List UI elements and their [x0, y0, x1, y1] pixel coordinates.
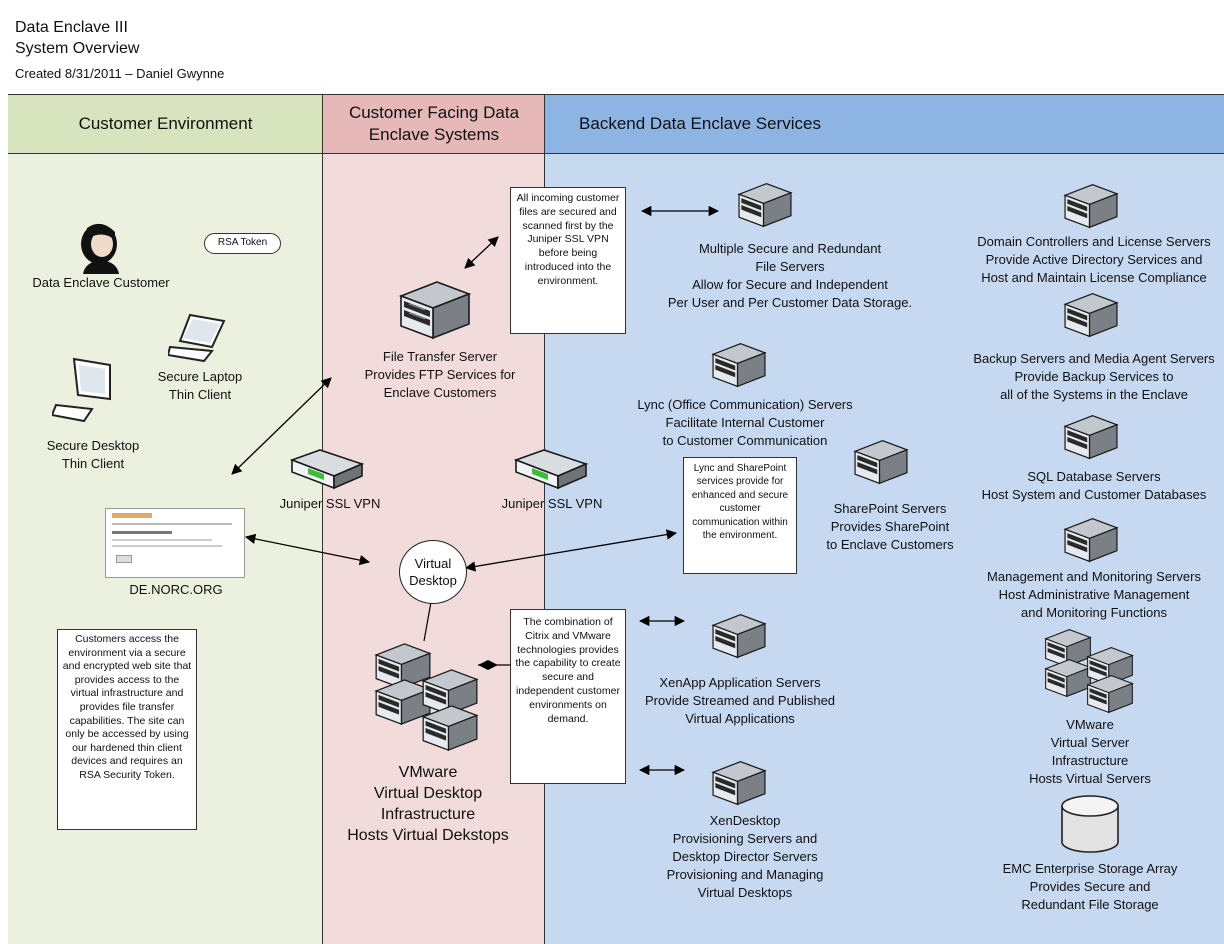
vpn-appliance-icon	[290, 449, 364, 490]
server-graphic-xenapp	[711, 613, 767, 659]
arrow-desktop-ftp	[231, 377, 332, 475]
server-graphic-ftp	[398, 281, 472, 340]
server-graphic-vdi-3	[421, 669, 479, 716]
server-graphic-vdi-1	[374, 643, 432, 690]
server-icon	[710, 611, 768, 666]
vdi-label: VMware Virtual Desktop Infrastructure Ho…	[347, 764, 509, 844]
xendesktop-label: XenDesktop Provisioning Servers and Desk…	[666, 813, 824, 900]
laptop-icon	[168, 313, 226, 363]
server-icon	[1085, 672, 1135, 721]
arrow-ftp-scan	[464, 236, 499, 269]
laptop-label: Secure Laptop Thin Client	[157, 369, 243, 402]
lane-header-backend-label: Backend Data Enclave Services	[579, 114, 821, 133]
arrow-vd-lync	[464, 529, 678, 572]
server-graphic-sql	[1063, 414, 1119, 460]
website-label: DE.NORC.ORG	[129, 582, 223, 597]
lync-servers-label: Lync (Office Communication) Servers Faci…	[637, 397, 853, 448]
lane-header-backend: Backend Data Enclave Services	[545, 94, 1224, 154]
scan-note: All incoming customer files are secured …	[510, 187, 626, 334]
file-servers-label: Multiple Secure and Redundant File Serve…	[667, 241, 913, 310]
emc-storage-label: EMC Enterprise Storage Array Provides Se…	[1002, 861, 1178, 912]
virtual-desktop-label: Virtual Desktop	[409, 556, 457, 588]
diagram-author-line: Created 8/31/2011 – Daniel Gwynne	[15, 66, 225, 81]
server-icon	[1043, 656, 1093, 705]
lync-note: Lync and SharePoint services provide for…	[683, 457, 797, 574]
server-graphic-mgmt	[1063, 517, 1119, 563]
desktop-label: Secure Desktop Thin Client	[46, 438, 140, 471]
server-graphic-vdi-4	[421, 705, 479, 752]
server-icon	[1062, 412, 1120, 467]
diamond-vdi	[478, 660, 498, 670]
ftp-server-label: File Transfer Server Provides FTP Servic…	[364, 349, 516, 400]
server-graphic-vmware-3	[1086, 647, 1134, 686]
lane-divider	[544, 94, 545, 944]
rsa-token-badge: RSA Token	[204, 233, 281, 254]
server-graphic-vmware-2	[1044, 659, 1092, 698]
server-graphic-vdi-2	[374, 679, 432, 726]
xenapp-label: XenApp Application Servers Provide Strea…	[644, 675, 836, 726]
virtual-desktop-node: Virtual Desktop	[399, 540, 467, 604]
citrix-note: The combination of Citrix and VMware tec…	[510, 609, 626, 784]
sql-servers-label: SQL Database Servers Host System and Cus…	[981, 469, 1207, 502]
server-graphic-backup	[1063, 292, 1119, 338]
desktop-computer-icon	[52, 357, 111, 423]
lane-divider	[322, 94, 323, 944]
server-icon	[420, 702, 480, 759]
server-icon	[710, 340, 768, 395]
server-icon	[397, 278, 473, 347]
line-vd-vdi	[423, 601, 432, 642]
vpn-label-customer: Juniper SSL VPN	[279, 496, 381, 511]
server-icon	[1085, 644, 1135, 693]
server-icon	[373, 640, 433, 697]
server-icon	[1062, 181, 1120, 236]
management-servers-label: Management and Monitoring Servers Host A…	[987, 569, 1201, 620]
arrow-website-vd	[244, 533, 371, 566]
diagram-subtitle: System Overview	[15, 40, 140, 57]
access-note: Customers access the environment via a s…	[57, 629, 197, 830]
server-graphic-lync	[711, 342, 767, 388]
sharepoint-servers-label: SharePoint Servers Provides SharePoint t…	[826, 501, 954, 552]
vmware-server-label: VMware Virtual Server Infrastructure Hos…	[1029, 717, 1151, 786]
backup-servers-label: Backup Servers and Media Agent Servers P…	[973, 351, 1215, 402]
customer-label: Data Enclave Customer	[32, 275, 170, 290]
website-screenshot-icon	[105, 508, 245, 578]
lane-header-customer: Customer Environment	[8, 94, 323, 154]
server-graphic-xendesktop	[711, 760, 767, 806]
server-icon	[852, 437, 910, 492]
server-icon	[420, 666, 480, 723]
vpn-appliance-icon	[514, 449, 588, 490]
server-icon	[1062, 515, 1120, 570]
server-graphic-fileservers	[737, 182, 793, 228]
server-icon	[373, 676, 433, 733]
server-graphic-sharepoint	[853, 439, 909, 485]
server-icon	[710, 758, 768, 813]
domain-controllers-label: Domain Controllers and License Servers P…	[977, 234, 1211, 285]
vpn-label-backend: Juniper SSL VPN	[501, 496, 603, 511]
server-graphic-domain	[1063, 183, 1119, 229]
server-icon	[1062, 290, 1120, 345]
storage-array-icon	[1061, 795, 1119, 853]
diagram-title: Data Enclave III	[15, 19, 128, 36]
title-block: Data Enclave III System Overview Created…	[0, 0, 1224, 94]
person-icon	[81, 223, 119, 274]
server-icon	[736, 180, 794, 235]
lane-header-facing: Customer Facing Data Enclave Systems	[323, 94, 545, 154]
server-graphic-vmware-4	[1086, 675, 1134, 714]
